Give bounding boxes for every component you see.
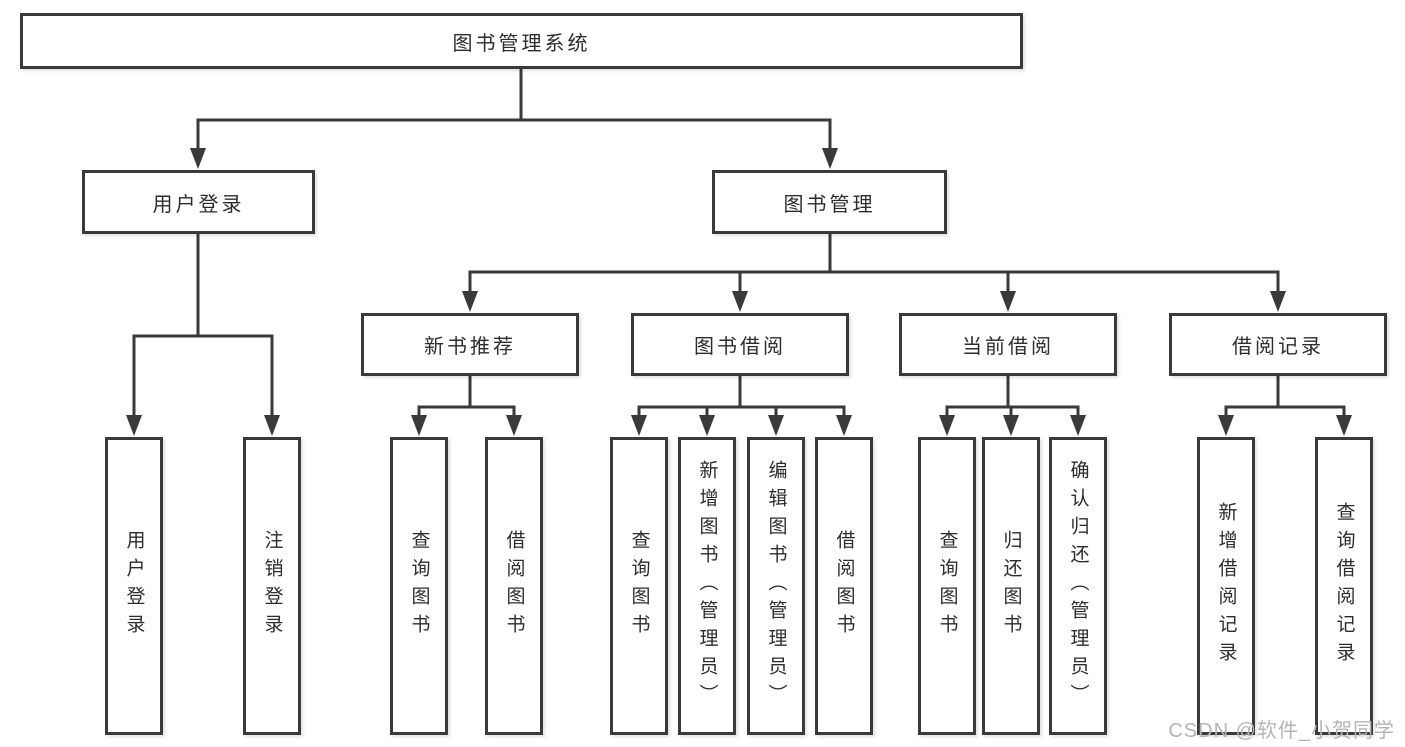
leaf-query-borrow-record: 查询借阅记录 [1315,437,1373,735]
node-book-borrowing: 图书借阅 [631,313,849,376]
leaf-return-books: 归还图书 [982,437,1040,735]
leaf-logout: 注销登录 [243,437,301,735]
leaf-add-borrow-record: 新增借阅记录 [1197,437,1255,735]
leaf-query-books-recommend: 查询图书 [390,437,448,735]
leaf-label: 查询借阅记录 [1333,502,1355,670]
leaf-label: 借阅图书 [503,530,525,642]
leaf-borrow-books: 借阅图书 [815,437,873,735]
leaf-query-books-current: 查询图书 [918,437,976,735]
node-current-borrowing: 当前借阅 [899,313,1117,376]
leaf-label: 确认归还（管理员） [1067,460,1089,712]
leaf-label: 借阅图书 [833,530,855,642]
leaf-label: 用户登录 [123,530,145,642]
leaf-label: 查询图书 [408,530,430,642]
csdn-watermark: CSDN @软件_小贺同学 [1168,720,1395,742]
leaf-edit-books-admin: 编辑图书（管理员） [747,437,805,735]
leaf-confirm-return-admin: 确认归还（管理员） [1049,437,1107,735]
leaf-label: 新增图书（管理员） [696,460,718,712]
leaf-label: 编辑图书（管理员） [765,460,787,712]
leaf-user-login: 用户登录 [105,437,163,735]
node-new-book-recommendation: 新书推荐 [361,313,579,376]
leaf-query-books-borrowing: 查询图书 [610,437,668,735]
leaf-label: 新增借阅记录 [1215,502,1237,670]
leaf-label: 查询图书 [628,530,650,642]
leaf-label: 归还图书 [1000,530,1022,642]
leaf-label: 注销登录 [261,530,283,642]
node-library-management-system: 图书管理系统 [20,13,1023,69]
leaf-borrow-books-recommend: 借阅图书 [485,437,543,735]
leaf-add-books-admin: 新增图书（管理员） [678,437,736,735]
node-borrowing-records: 借阅记录 [1169,313,1387,376]
node-book-management: 图书管理 [712,170,947,234]
node-user-login: 用户登录 [82,170,315,234]
leaf-label: 查询图书 [936,530,958,642]
